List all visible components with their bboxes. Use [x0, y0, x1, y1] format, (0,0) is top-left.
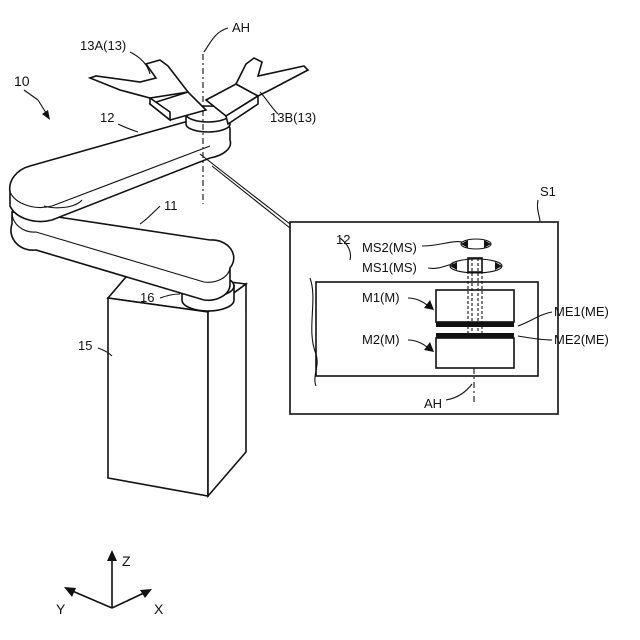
- m2-leader-head: [424, 342, 434, 352]
- hand-a-label: 13A(13): [80, 38, 126, 53]
- lower-arm-label: 11: [164, 198, 178, 213]
- m1-leader: [408, 298, 428, 306]
- me1-label: ME1(ME): [554, 304, 609, 319]
- me2-label: ME2(ME): [554, 332, 609, 347]
- inset-box: [290, 200, 558, 414]
- upper-arm: [10, 119, 231, 222]
- robot-arrow-head: [42, 110, 50, 120]
- me1-leader: [518, 312, 552, 326]
- m1-label: M1(M): [362, 290, 400, 305]
- axis-x-label: X: [154, 601, 164, 617]
- ms2-leader: [422, 242, 462, 246]
- callout-line-top: [200, 154, 290, 224]
- robot-arrow-tail: [24, 90, 38, 100]
- axis-z-label: Z: [122, 553, 131, 569]
- callout-line-bottom: [212, 166, 290, 228]
- robot-label: 10: [14, 73, 30, 89]
- inset-motor-assembly: [436, 239, 514, 368]
- upper-arm-leader: [118, 124, 138, 132]
- joint-label: 16: [140, 290, 154, 305]
- axis-y-label: Y: [56, 601, 66, 617]
- m2-leader: [408, 340, 428, 348]
- inset-label: S1: [540, 184, 556, 199]
- m2-label: M2(M): [362, 332, 400, 347]
- upper-arm-label: 12: [100, 110, 114, 125]
- axis-leader-inset: [446, 384, 472, 400]
- base-label: 15: [78, 338, 92, 353]
- axis-leader-main: [204, 28, 228, 52]
- coordinate-axes: [64, 550, 152, 608]
- axis-label-main: AH: [232, 20, 250, 35]
- lower-arm-leader: [140, 206, 160, 224]
- ms2-label: MS2(MS): [362, 240, 417, 255]
- axis-label-inset: AH: [424, 396, 442, 411]
- m1-leader-head: [424, 300, 434, 310]
- hand-b-label: 13B(13): [270, 110, 316, 125]
- me2-leader: [518, 336, 552, 340]
- inset-arm-label: 12: [336, 232, 350, 247]
- ms1-label: MS1(MS): [362, 260, 417, 275]
